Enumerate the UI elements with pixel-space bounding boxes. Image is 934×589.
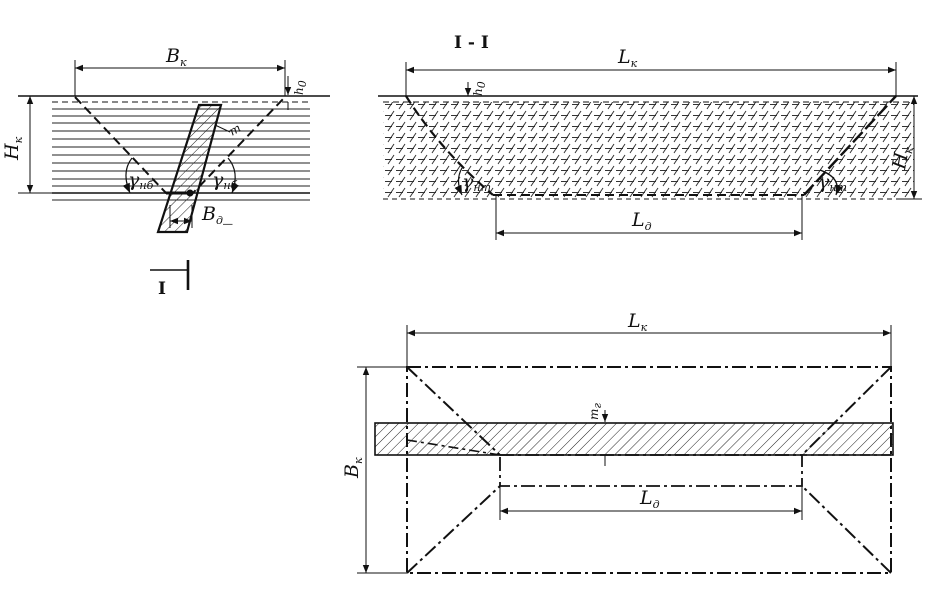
left-h0-label: h0 [292, 80, 309, 95]
plan-side-left [406, 439, 501, 456]
left-hk-label: Hк [1, 136, 25, 161]
section-angle-arc-right [819, 169, 843, 196]
plan-corner-tr [801, 366, 892, 456]
left-bd-label: Bд_ [201, 203, 233, 227]
section-right-slope [803, 95, 897, 196]
plan-view: Lк Bк mг Lд [341, 310, 894, 574]
section-mark-label: I [158, 279, 166, 299]
plan-pit-bottom-outline [499, 454, 803, 487]
section-title: I - I [454, 33, 489, 53]
plan-mg-label: mг [587, 403, 604, 420]
left-cross-section: Bк Hк h0 m γнб γнб Bд_ I [1, 45, 330, 299]
left-bottom-point [186, 189, 194, 197]
left-angle-arc-left [122, 157, 133, 194]
section-h0-label: h0 [471, 81, 488, 96]
left-gamma-left-label: γнб [128, 169, 154, 192]
left-ore-body [156, 103, 223, 234]
plan-ore-strip [374, 422, 894, 456]
section-gamma-left-label: γнт [462, 171, 491, 194]
left-m-leader [214, 124, 231, 133]
left-angle-arc-right [227, 157, 240, 194]
plan-corner-bl [406, 485, 501, 574]
plan-pit-top-outline [406, 366, 892, 574]
section-left-slope [405, 95, 494, 196]
plan-lk-label: Lк [627, 310, 648, 334]
section-angle-arc-left [454, 167, 463, 196]
left-gamma-right-label: γнб [212, 169, 238, 192]
longitudinal-section: I - I Lк h0 Hк γнт γнт Lд [378, 33, 922, 240]
plan-corner-br [801, 485, 892, 574]
section-lk-label: Lк [617, 46, 638, 70]
plan-ld-label: Lд [639, 487, 660, 511]
section-gamma-right-label: γнт [818, 171, 847, 194]
section-ld-label: Lд [631, 209, 652, 233]
section-rock-hatch [383, 102, 914, 199]
plan-bk-label: Bк [341, 457, 365, 479]
plan-corner-tl [406, 366, 501, 456]
left-bk-label: Bк [165, 45, 187, 69]
section-hk-label: Hк [888, 144, 916, 172]
